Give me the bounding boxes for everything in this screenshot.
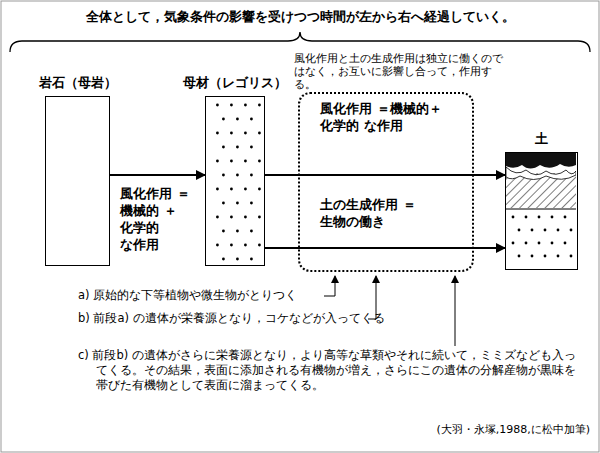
dot	[222, 258, 225, 261]
dot	[512, 216, 515, 219]
dot	[244, 216, 247, 219]
dot	[250, 202, 253, 205]
dot	[244, 244, 247, 247]
dot	[564, 216, 567, 219]
dot	[512, 242, 515, 245]
dot	[250, 174, 253, 177]
dot	[250, 146, 253, 149]
dot	[216, 188, 219, 191]
dot	[250, 230, 253, 233]
process-label: 風化作用 ＝機械的＋化学的 な作用	[320, 100, 450, 134]
process-label: 風化作用 ＝機械的 ＋化学的 な作用	[120, 185, 200, 253]
dot	[544, 255, 547, 258]
horizon-boundary	[506, 209, 576, 210]
material-box: 土	[505, 152, 578, 270]
dot	[236, 118, 239, 121]
dot	[258, 104, 261, 107]
stage-note: c) 前段b) の遺体がさらに栄養源となり，より高等な草類やそれに続いて，ミミズ…	[78, 348, 586, 393]
dot	[258, 160, 261, 163]
process-arrow	[265, 247, 505, 249]
dot	[230, 104, 233, 107]
dot	[538, 216, 541, 219]
dot	[557, 255, 560, 258]
dot	[570, 255, 573, 258]
leader-line	[324, 276, 335, 296]
dot-texture	[206, 97, 263, 264]
dot	[230, 188, 233, 191]
dot	[250, 258, 253, 261]
source-caption: (大羽・永塚,1988,に松中加筆)	[436, 423, 590, 437]
dot	[258, 132, 261, 135]
process-arrow	[110, 174, 205, 176]
dot	[244, 104, 247, 107]
stage-note: a) 原始的な下等植物や微生物がとりつく	[78, 288, 396, 303]
dot	[244, 188, 247, 191]
dot	[216, 104, 219, 107]
material-box: 岩石（母岩）	[45, 96, 110, 266]
dot	[244, 160, 247, 163]
leader-line	[455, 276, 456, 346]
dot	[230, 244, 233, 247]
dot	[222, 174, 225, 177]
dot	[222, 146, 225, 149]
box-heading: 母材（レゴリス）	[183, 75, 287, 91]
material-box: 母材（レゴリス）	[205, 96, 265, 266]
dot	[531, 255, 534, 258]
dot	[518, 255, 521, 258]
region-note: 風化作用と土の生成作用は独立に働くのではなく，お互いに影響し合って，作用する。	[294, 52, 506, 91]
dot	[518, 229, 521, 232]
dot	[236, 146, 239, 149]
dot	[216, 160, 219, 163]
dot	[258, 216, 261, 219]
dot	[230, 216, 233, 219]
time-brace	[10, 32, 590, 52]
dot	[570, 229, 573, 232]
soil-profile	[506, 153, 576, 268]
dot	[538, 242, 541, 245]
dot	[525, 242, 528, 245]
stage-note: b) 前段a) の遺体が栄養源となり，コケなどが入ってくる	[78, 311, 386, 326]
dot	[250, 118, 253, 121]
dot	[564, 242, 567, 245]
dot	[222, 202, 225, 205]
dot	[216, 244, 219, 247]
dot	[230, 132, 233, 135]
clod-layer	[506, 167, 576, 180]
dot	[236, 258, 239, 261]
dot	[551, 242, 554, 245]
box-heading: 土	[535, 131, 548, 147]
dot	[222, 118, 225, 121]
process-arrow	[265, 174, 505, 176]
dot	[244, 132, 247, 135]
dot	[222, 230, 225, 233]
dot	[216, 132, 219, 135]
dot	[236, 174, 239, 177]
dot	[258, 188, 261, 191]
dot	[236, 230, 239, 233]
dot	[236, 202, 239, 205]
box-heading: 岩石（母岩）	[39, 75, 117, 91]
dot	[258, 244, 261, 247]
process-label: 土の生成作用 ＝生物の働き	[320, 196, 460, 230]
dot	[216, 216, 219, 219]
dot	[531, 229, 534, 232]
diagram-title: 全体として，気象条件の影響を受けつつ時間が左から右へ経過していく。	[0, 8, 600, 26]
dot	[551, 216, 554, 219]
dot	[557, 229, 560, 232]
dot	[544, 229, 547, 232]
humus-layer	[506, 153, 576, 169]
dot	[525, 216, 528, 219]
dot	[230, 160, 233, 163]
